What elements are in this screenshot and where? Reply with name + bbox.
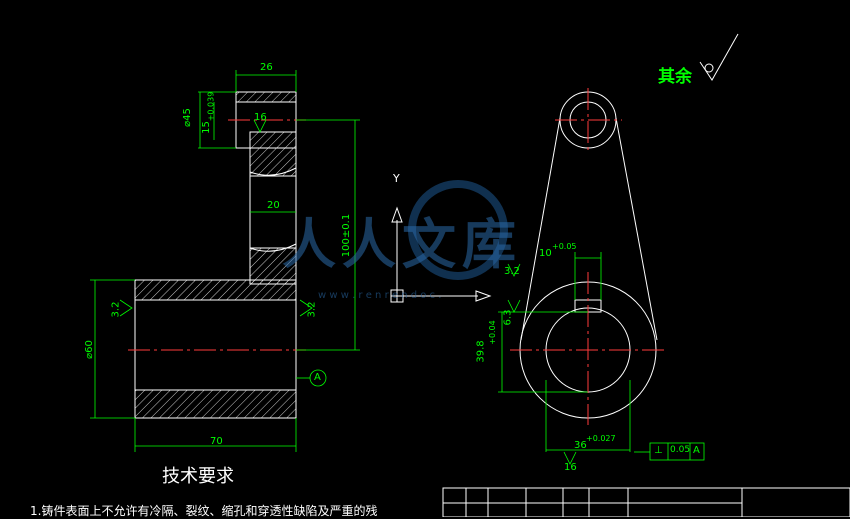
- arm-left-tangent: [520, 117, 561, 341]
- rough-32-left: 3.2: [110, 301, 122, 318]
- perp-value: 0.05: [670, 445, 691, 455]
- dim-keyway-depth-tol: +0.04: [487, 320, 497, 345]
- tech-note-1: 1.铸件表面上不允许有冷隔、裂纹、缩孔和穿透性缺陷及严重的残: [30, 504, 378, 518]
- section-view: [134, 91, 297, 419]
- dim-left-dia-tol: +0.039: [206, 91, 216, 122]
- surface-finish-note: 其余: [658, 67, 692, 87]
- watermark-text: 人人文库: [282, 213, 522, 276]
- dim-bore-dia: 36: [574, 440, 587, 451]
- break-line-upper: [249, 167, 297, 176]
- dim-dia-60: ⌀60: [83, 340, 95, 359]
- rough-63: 6.3: [502, 309, 514, 326]
- rough-16-bottom: 16: [564, 462, 577, 473]
- watermark-url: w w w . r e n r e n d o c .: [318, 290, 442, 301]
- perp-datum: A: [693, 445, 700, 456]
- watermark-logo-icon: [408, 180, 508, 280]
- front-dimensions: [498, 252, 705, 465]
- top-hatch-strip: [235, 91, 297, 103]
- dim-bottom-width: 70: [210, 436, 223, 447]
- dim-keyway-depth: 39.8: [475, 340, 487, 363]
- ucs-y-label: Y: [393, 172, 400, 185]
- surface-finish-symbol: [699, 33, 739, 81]
- rough-32-right: 3.2: [504, 266, 520, 277]
- section-dimensions: [90, 70, 360, 452]
- perp-symbol: ⊥: [654, 445, 663, 456]
- datum-label: A: [314, 372, 321, 383]
- top-hatch-body: [249, 131, 297, 177]
- section-centerlines: [128, 119, 306, 351]
- arm-right-tangent: [615, 117, 658, 341]
- rough-16-top: 16: [254, 112, 267, 123]
- title-block: [442, 487, 850, 517]
- tech-requirements-title: 技术要求: [162, 466, 234, 487]
- dim-keyway-width: 10: [539, 248, 552, 259]
- break-line-lower: [249, 243, 297, 252]
- hub-hatch-top: [134, 279, 297, 301]
- dim-left-dia: ⌀45: [181, 108, 193, 127]
- dim-left-dia-sub: 15: [200, 121, 212, 134]
- ucs-icon: [390, 206, 492, 303]
- dim-top-width: 26: [260, 62, 273, 73]
- front-centerlines: [510, 88, 666, 425]
- dim-keyway-tol: +0.05: [552, 242, 577, 251]
- hub-hatch-bottom: [134, 389, 297, 419]
- rough-32-mid: 3.2: [306, 301, 318, 318]
- dim-bore-tol: +0.027: [586, 434, 616, 443]
- dim-inner-width: 20: [267, 200, 280, 211]
